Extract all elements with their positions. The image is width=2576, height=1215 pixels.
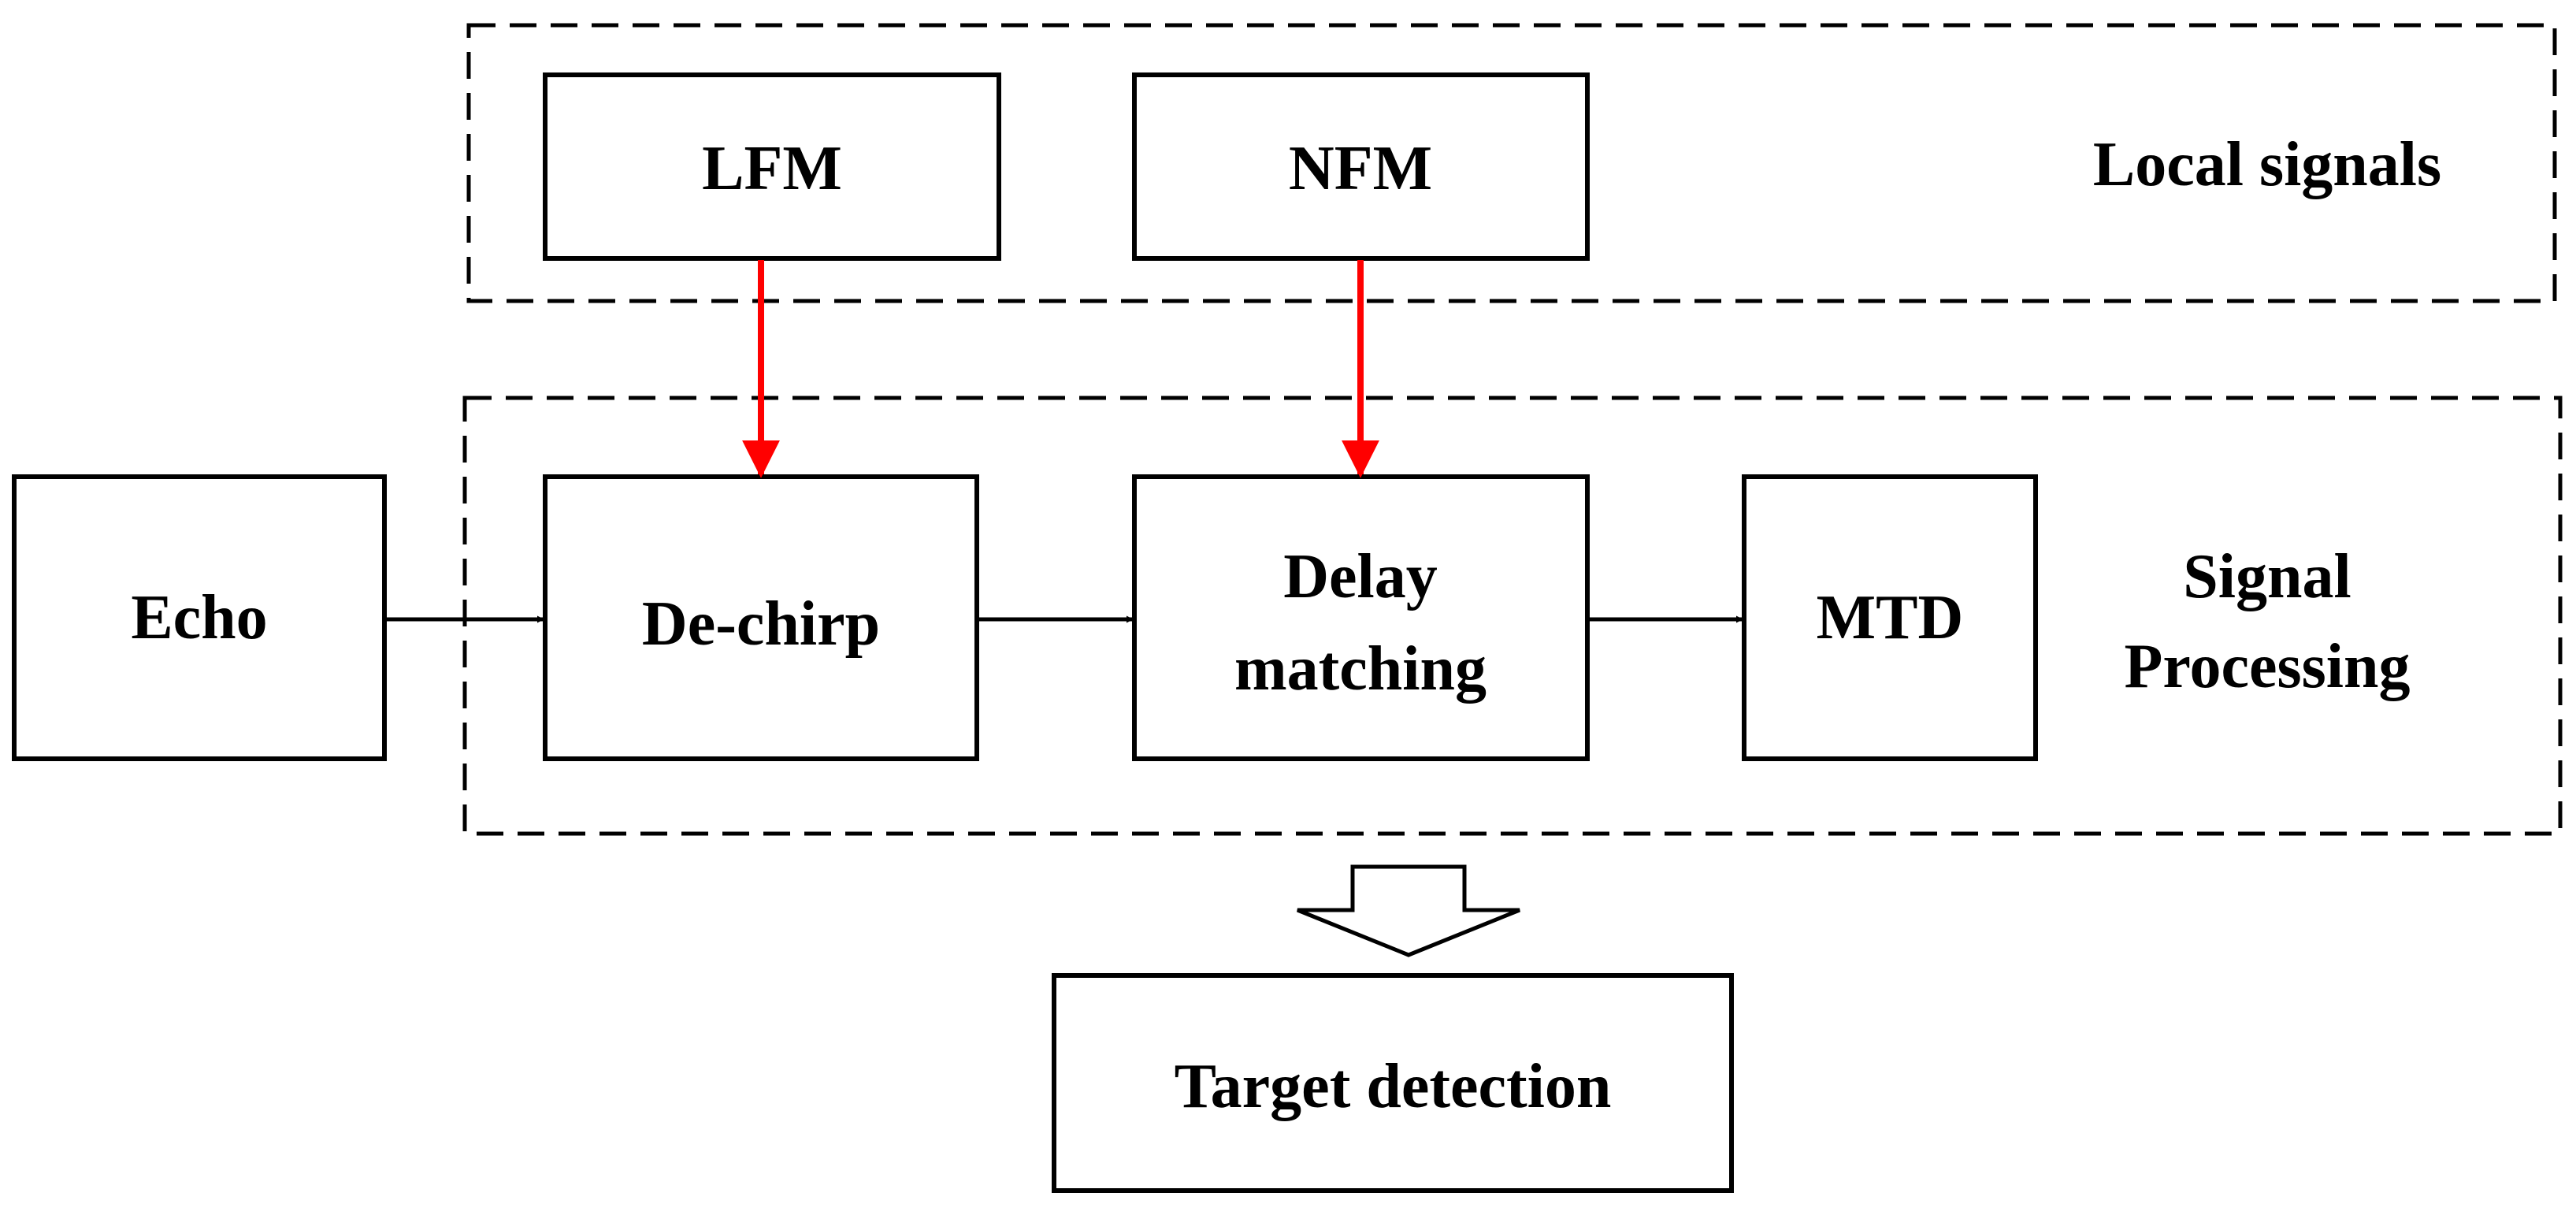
- target-detection-block: Target detection: [1052, 973, 1734, 1193]
- lfm-block: LFM: [543, 72, 1001, 261]
- echo-label: Echo: [131, 583, 267, 652]
- nfm-label: NFM: [1289, 134, 1432, 203]
- delay-matching-label-line2: matching: [1234, 634, 1487, 704]
- signal-processing-frame: [462, 396, 2563, 836]
- delay-matching-label-line1: Delay: [1283, 542, 1438, 611]
- output-arrow: [1297, 864, 1520, 957]
- lfm-label: LFM: [702, 134, 842, 203]
- target-detection-label: Target detection: [1175, 1052, 1612, 1121]
- local-signals-label: Local signals: [2093, 130, 2441, 199]
- local-signals-group: Local signals: [466, 23, 2557, 303]
- signal-processing-label-line1: Signal: [2183, 542, 2351, 611]
- delay-matching-block: Delay matching: [1132, 474, 1590, 761]
- dechirp-label: De-chirp: [642, 589, 880, 659]
- mtd-block: MTD: [1742, 474, 2038, 761]
- local-signals-frame: [466, 23, 2557, 303]
- nfm-block: NFM: [1132, 72, 1590, 261]
- dechirp-block: De-chirp: [543, 474, 979, 761]
- signal-processing-label-line2: Processing: [2125, 632, 2411, 701]
- echo-block: Echo: [12, 474, 387, 761]
- mtd-label: MTD: [1817, 583, 1964, 652]
- signal-processing-group: Signal Processing: [462, 396, 2563, 836]
